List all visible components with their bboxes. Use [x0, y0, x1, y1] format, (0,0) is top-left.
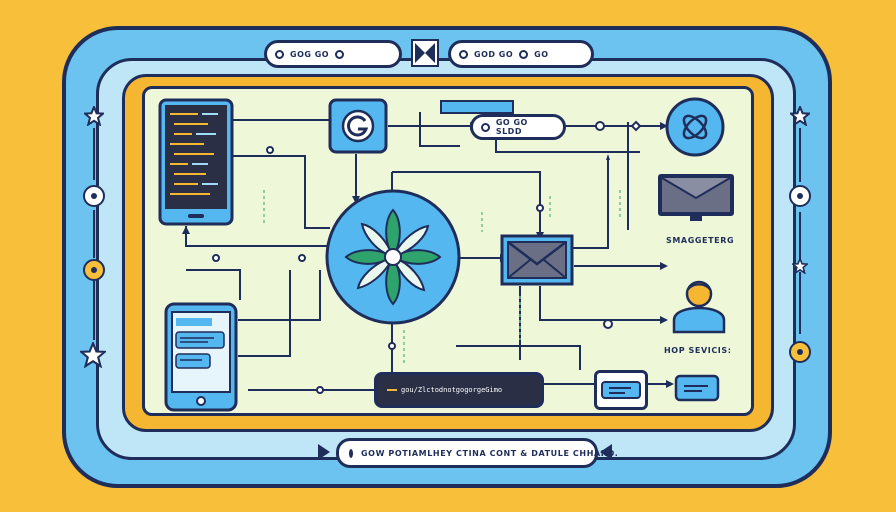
- service-button-right[interactable]: [674, 374, 720, 402]
- atom-icon[interactable]: [664, 96, 726, 158]
- caption-text: GOW POTIAMLHEY CTINA CONT & DATULE CHHAR…: [361, 448, 619, 458]
- pill-dot-icon: [459, 49, 468, 59]
- star-icon: [84, 106, 104, 126]
- pill-dot-icon: [275, 49, 284, 59]
- caption-dot-icon: [349, 448, 353, 458]
- bottom-caption: GOW POTIAMLHEY CTINA CONT & DATULE CHHAR…: [336, 438, 618, 468]
- top-pill-right-suffix: GO: [534, 49, 549, 59]
- person-icon[interactable]: [670, 278, 728, 334]
- envelope-icon[interactable]: [500, 234, 574, 286]
- top-tag[interactable]: GO GO SLDD: [470, 114, 566, 140]
- g-logo-icon[interactable]: [328, 98, 388, 154]
- star-icon: [792, 258, 808, 274]
- command-bar[interactable]: gou/ZlctodnotgogorgeGimo: [374, 372, 544, 408]
- code-window-icon[interactable]: [158, 98, 234, 226]
- flower-hub-icon[interactable]: [322, 188, 464, 326]
- pill-dot-icon: [519, 49, 529, 59]
- tag-accent-bar: [440, 100, 514, 114]
- service-card-left[interactable]: [594, 370, 648, 410]
- star-icon: [790, 106, 810, 126]
- star-icon: [80, 342, 106, 368]
- top-tag-label: GO GO SLDD: [495, 118, 528, 136]
- prompt-icon: [387, 389, 397, 391]
- top-pill-left[interactable]: GOG GO: [264, 40, 402, 68]
- top-pill-right[interactable]: GOD GO GO: [448, 40, 594, 68]
- top-pill-right-label: GOD GO: [474, 49, 514, 59]
- monitor-label: SMAGGETERG: [666, 236, 735, 245]
- mobile-chat-icon[interactable]: [164, 302, 238, 412]
- tag-dot-icon: [481, 122, 490, 132]
- services-label: HOP SEVICIS:: [664, 346, 732, 355]
- bowtie-icon[interactable]: [410, 38, 440, 68]
- pill-dot-icon: [335, 49, 345, 59]
- monitor-envelope-icon[interactable]: [656, 172, 736, 224]
- command-text: gou/ZlctodnotgogorgeGimo: [401, 386, 503, 394]
- top-pill-left-label: GOG GO: [290, 49, 330, 59]
